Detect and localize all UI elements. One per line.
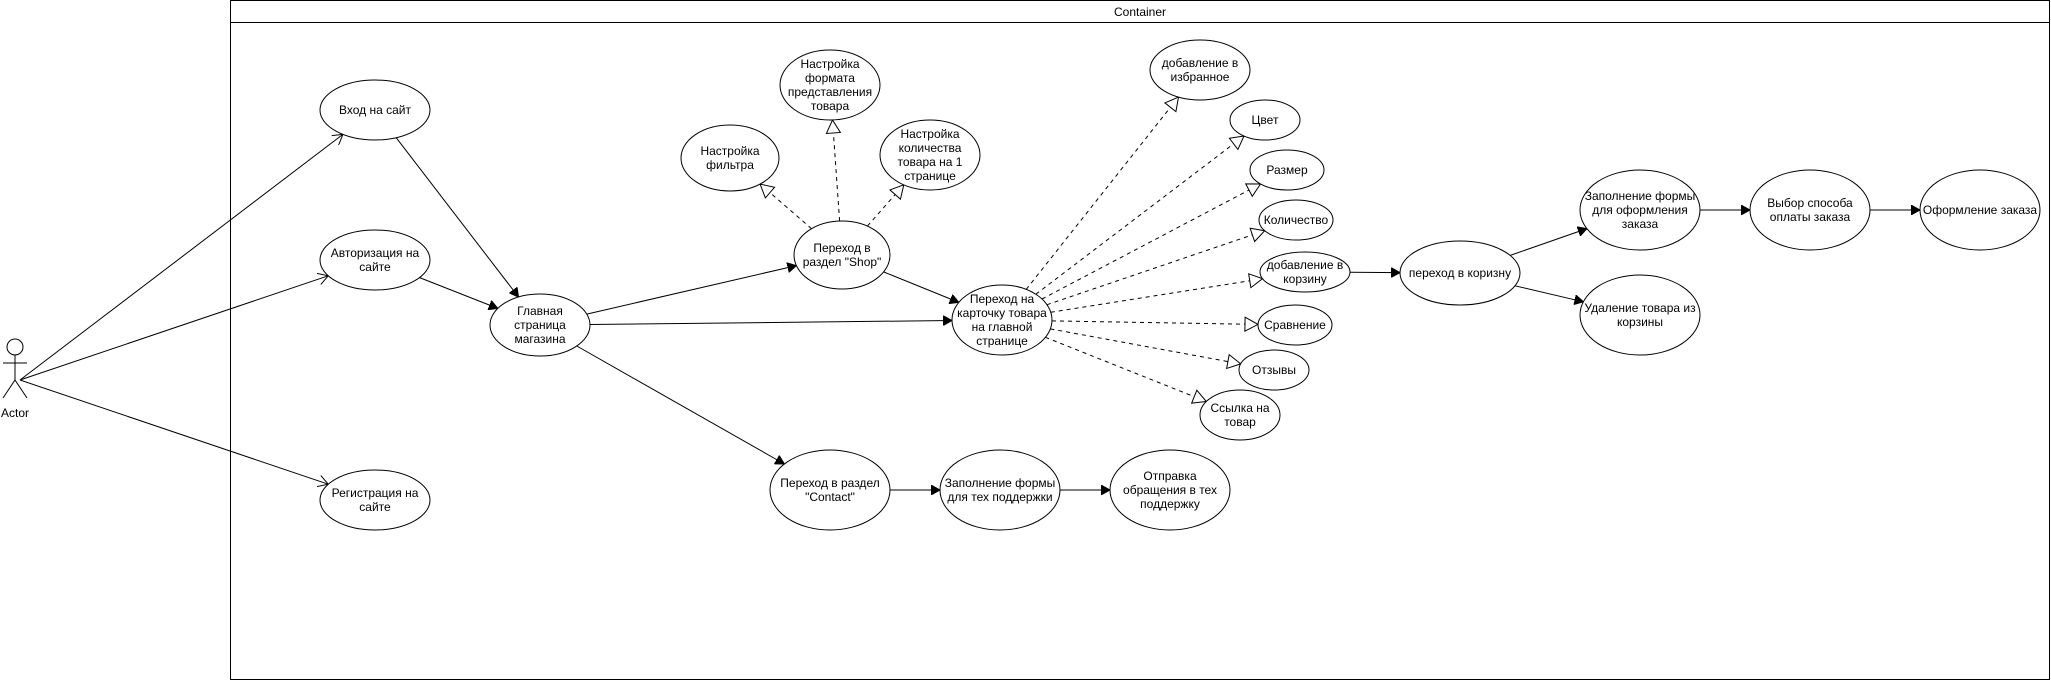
use-case-label-line: обращения в тех [1123, 483, 1217, 497]
use-case-label-line: раздел "Shop" [803, 255, 882, 269]
use-case-label-line: добавление в [1267, 258, 1343, 272]
use-case-label-line: сайте [359, 260, 391, 274]
use-case-label-line: переход в коризну [1409, 266, 1511, 280]
use-case-label-line: товара на 1 [898, 155, 963, 169]
use-case-label-line: корзину [1283, 272, 1326, 286]
use-case-label-line: Ссылка на [1210, 401, 1269, 415]
use-case-label-line: добавление в [1162, 56, 1238, 70]
use-case-label-line: Настройка [900, 127, 959, 141]
use-case-label-line: Главная [517, 304, 563, 318]
use-case-label-line: Цвет [1252, 113, 1279, 127]
use-case-label-line: "Contact" [805, 490, 855, 504]
use-case-label-line: странице [904, 169, 956, 183]
use-case-label-line: для тех поддержки [947, 490, 1052, 504]
use-case-checkout[interactable]: Оформление заказа [1920, 170, 2040, 250]
use-case-contact[interactable]: Переход в раздел"Contact" [770, 450, 890, 530]
use-case-compare[interactable]: Сравнение [1258, 305, 1332, 345]
use-case-label-line: Удаление товара из [1584, 301, 1696, 315]
use-case-label-line: карточку товара [957, 306, 1047, 320]
use-case-label-line: поддержку [1140, 497, 1200, 511]
use-case-label-line: Авторизация на [331, 246, 420, 260]
use-case-label-line: сайте [359, 500, 391, 514]
container-title: Container [1114, 5, 1166, 19]
use-case-label-line: Выбор способа [1767, 196, 1853, 210]
use-case-label-line: оплаты заказа [1770, 210, 1851, 224]
actor[interactable]: Actor [1, 339, 29, 420]
use-case-label-line: странице [976, 334, 1028, 348]
use-case-qty[interactable]: Количество [1259, 200, 1333, 240]
actor-label: Actor [1, 406, 29, 420]
use-case-label: переход в коризну [1409, 266, 1511, 280]
use-case-label-line: Заполнение формы [1585, 189, 1696, 203]
use-case-reviews[interactable]: Отзывы [1239, 350, 1309, 390]
use-case-label-line: избранное [1171, 70, 1230, 84]
use-case-label-line: Количество [1264, 213, 1329, 227]
use-case-label-line: Переход в раздел [780, 476, 879, 490]
use-case-label-line: Переход в [813, 241, 870, 255]
actor-right-leg [15, 380, 27, 398]
use-case-label-line: Настройка [700, 144, 759, 158]
actor-left-leg [3, 380, 15, 398]
use-case-label-line: Оформление заказа [1923, 203, 2038, 217]
use-case-login[interactable]: Вход на сайт [320, 80, 430, 140]
use-case-label-line: магазина [514, 332, 565, 346]
use-case-label: Цвет [1252, 113, 1279, 127]
use-case-label-line: Переход на [970, 292, 1035, 306]
use-case-label-line: Настройка [800, 57, 859, 71]
use-case-label-line: для оформления [1592, 203, 1687, 217]
use-case-color[interactable]: Цвет [1230, 100, 1300, 140]
use-case-label: Размер [1266, 163, 1308, 177]
use-case-label-line: Сравнение [1264, 318, 1326, 332]
use-case-label-line: Размер [1266, 163, 1308, 177]
use-case-label-line: заказа [1622, 217, 1659, 231]
use-case-label-line: Вход на сайт [339, 103, 411, 117]
use-case-label: Сравнение [1264, 318, 1326, 332]
actor-head-icon [7, 339, 23, 355]
use-case-label-line: количества [899, 141, 962, 155]
use-case-label-line: Заполнение формы [945, 476, 1056, 490]
use-case-label: Вход на сайт [339, 103, 411, 117]
use-case-label: Оформление заказа [1923, 203, 2038, 217]
use-case-label-line: товара [811, 99, 850, 113]
use-case-cart[interactable]: переход в коризну [1400, 241, 1520, 305]
use-case-label-line: представления [788, 85, 872, 99]
use-case-label-line: Регистрация на [332, 486, 419, 500]
use-case-label-line: формата [805, 71, 855, 85]
use-case-label-line: Отзывы [1252, 363, 1296, 377]
use-case-size[interactable]: Размер [1250, 150, 1324, 190]
use-case-label-line: корзины [1617, 315, 1663, 329]
use-case-label-line: Отправка [1143, 469, 1197, 483]
use-case-label-line: товар [1224, 415, 1256, 429]
use-case-label-line: страница [514, 318, 566, 332]
use-case-label: Количество [1264, 213, 1329, 227]
use-case-label-line: на главной [972, 320, 1033, 334]
use-case-label-line: фильтра [706, 158, 754, 172]
use-case-label: Отзывы [1252, 363, 1296, 377]
